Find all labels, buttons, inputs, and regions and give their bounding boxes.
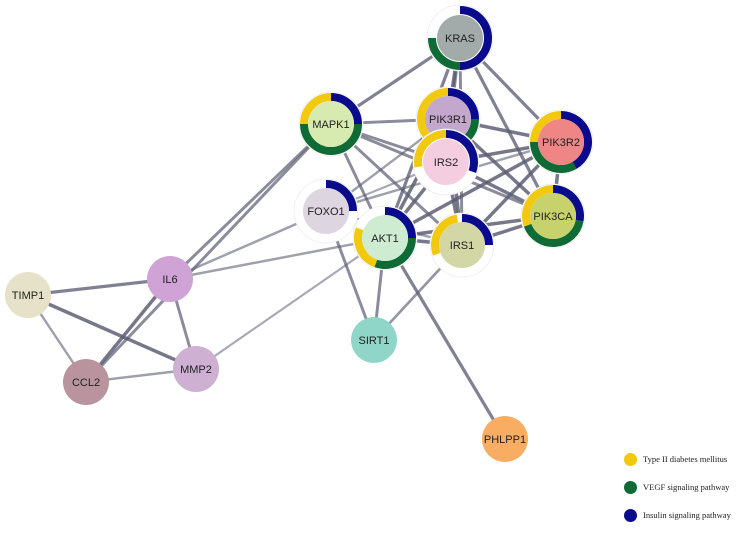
node-irs1[interactable]: IRS1: [429, 212, 495, 278]
node-pik3r2-circle: [538, 119, 584, 165]
node-pik3ca-label: PIK3CA: [533, 211, 573, 223]
legend-dot-vegf: [624, 480, 637, 494]
node-mapk1-label: MAPK1: [312, 119, 349, 131]
node-mmp2-label: MMP2: [180, 364, 212, 376]
node-mmp2-circle: [173, 346, 219, 392]
node-ccl2-circle: [63, 359, 109, 405]
edge-akt1-phlpp1: [383, 237, 507, 440]
edge-akt1-il6: [169, 236, 386, 281]
node-ccl2[interactable]: CCL2: [63, 359, 109, 405]
edge-timp1-il6: [27, 277, 171, 297]
edge-akt1-mmp2: [195, 237, 386, 370]
node-kras[interactable]: KRAS: [426, 4, 494, 72]
node-irs2-label: IRS2: [434, 157, 458, 169]
node-irs1-label: IRS1: [450, 240, 474, 252]
node-mapk1-ring-insulin: [330, 93, 362, 125]
node-foxo1[interactable]: FOXO1: [293, 178, 359, 244]
node-pik3r1-label: PIK3R1: [429, 114, 467, 126]
node-akt1-label: AKT1: [371, 233, 399, 245]
node-irs2-ring-t2d: [414, 130, 447, 168]
legend-label-vegf: VEGF signaling pathway: [643, 482, 730, 492]
pathway-legend: Type II diabetes mellitus VEGF signaling…: [624, 452, 750, 536]
node-irs1-ring-t2d: [431, 214, 459, 256]
node-il6-circle: [147, 256, 193, 302]
node-pik3ca-ring-vegf: [523, 219, 584, 247]
node-sirt1-label: SIRT1: [359, 335, 390, 347]
node-irs1-ring-insulin: [461, 214, 493, 246]
legend-item-t2d: Type II diabetes mellitus: [624, 452, 750, 466]
node-akt1-ring-t2d: [354, 227, 378, 268]
node-kras-ring-insulin: [459, 6, 492, 70]
node-pik3ca-circle: [530, 193, 576, 239]
node-foxo1-ring-insulin: [325, 180, 357, 212]
node-irs2-ring-insulin: [445, 130, 478, 173]
node-irs2[interactable]: IRS2: [412, 128, 480, 196]
node-akt1-ring-insulin: [384, 207, 416, 239]
node-kras-label: KRAS: [445, 33, 475, 45]
legend-label-t2d: Type II diabetes mellitus: [643, 454, 728, 464]
node-timp1[interactable]: TIMP1: [5, 272, 51, 318]
node-il6[interactable]: IL6: [147, 256, 193, 302]
node-akt1[interactable]: AKT1: [352, 205, 418, 271]
node-timp1-circle: [5, 272, 51, 318]
node-timp1-label: TIMP1: [12, 290, 44, 302]
edge-timp1-mmp2: [27, 293, 197, 371]
node-pik3ca-ring-t2d: [522, 185, 554, 227]
node-pik3ca-ring-insulin: [552, 185, 584, 222]
node-kras-circle: [437, 15, 483, 61]
node-kras-ring-vegf: [428, 37, 461, 70]
node-il6-label: IL6: [162, 274, 177, 286]
legend-item-vegf: VEGF signaling pathway: [624, 480, 750, 494]
node-mmp2[interactable]: MMP2: [173, 346, 219, 392]
node-pik3r2-ring-insulin: [560, 111, 592, 169]
node-pik3r2-ring-vegf: [530, 141, 577, 173]
node-foxo1-label: FOXO1: [307, 206, 344, 218]
node-mapk1-ring-t2d: [300, 93, 332, 125]
node-pik3r2-ring-t2d: [530, 111, 562, 143]
edge-pik3r2-akt1: [384, 140, 562, 240]
node-phlpp1-label: PHLPP1: [484, 434, 526, 446]
node-phlpp1[interactable]: PHLPP1: [482, 416, 528, 462]
node-akt1-circle: [362, 215, 408, 261]
legend-dot-insulin: [624, 508, 637, 522]
node-ccl2-label: CCL2: [72, 377, 100, 389]
edge-mapk1-il6: [168, 122, 333, 281]
node-akt1-ring-vegf: [374, 237, 416, 269]
edge-mapk1-ccl2: [84, 122, 333, 384]
node-foxo1-circle: [303, 188, 349, 234]
node-pik3r1-ring-insulin: [447, 88, 479, 120]
node-irs2-circle: [423, 139, 469, 185]
node-sirt1[interactable]: SIRT1: [351, 317, 397, 363]
node-mapk1-circle: [308, 101, 354, 147]
node-pik3ca[interactable]: PIK3CA: [520, 183, 586, 249]
node-phlpp1-circle: [482, 416, 528, 462]
node-mapk1-ring-vegf: [300, 123, 362, 155]
edge-kras-pik3ca: [458, 37, 555, 217]
node-pik3r2-label: PIK3R2: [542, 137, 580, 149]
legend-label-insulin: Insulin signaling pathway: [643, 510, 731, 520]
node-sirt1-circle: [351, 317, 397, 363]
node-irs1-circle: [439, 222, 485, 268]
node-pik3r2[interactable]: PIK3R2: [528, 109, 594, 175]
node-mapk1[interactable]: MAPK1: [298, 91, 364, 157]
legend-dot-t2d: [624, 452, 637, 466]
legend-item-insulin: Insulin signaling pathway: [624, 508, 750, 522]
